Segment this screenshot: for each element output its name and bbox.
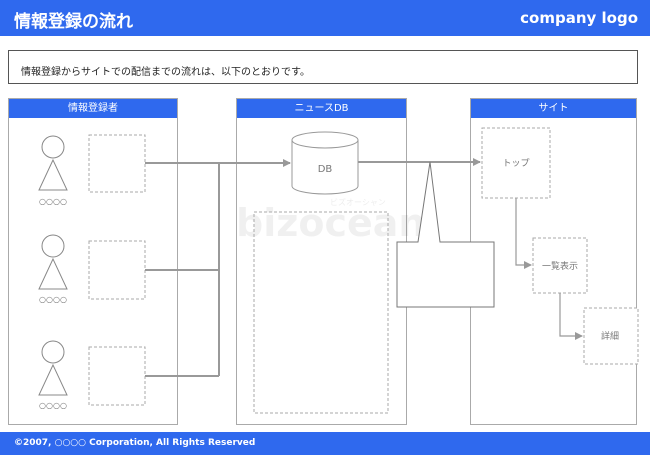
description-box: 情報登録からサイトでの配信までの流れは、以下のとおりです。 [8, 50, 638, 84]
company-logo: company logo [520, 9, 638, 27]
person-figure-2 [38, 234, 68, 290]
person-caption-3: ○○○○ [39, 401, 67, 410]
registrant-connectors [145, 162, 220, 377]
header-bar: 情報登録の流れ company logo [0, 0, 650, 36]
db-content-box [253, 211, 389, 414]
site-detail-box [583, 307, 639, 365]
site-list-label: 一覧表示 [542, 260, 578, 272]
callout-balloon [396, 161, 495, 308]
registrant-box-2 [88, 240, 146, 300]
person-figure-1 [38, 135, 68, 191]
panel-header-site: サイト [471, 99, 636, 118]
arrow-list-to-detail [559, 293, 583, 340]
description-text: 情報登録からサイトでの配信までの流れは、以下のとおりです。 [21, 67, 310, 78]
arrow-top-to-list [515, 198, 532, 269]
page-title: 情報登録の流れ [14, 12, 133, 32]
person-figure-3 [38, 340, 68, 396]
site-detail-label: 詳細 [601, 330, 619, 342]
site-list-box [532, 237, 588, 294]
database-cylinder [291, 131, 359, 195]
copyright-text: ©2007, ○○○○ Corporation, All Rights Rese… [14, 438, 256, 448]
registrant-box-3 [88, 346, 146, 406]
panel-header-newsdb: ニュースDB [237, 99, 406, 118]
watermark-subtext: ビズオーシャン [330, 197, 386, 207]
footer-bar: ©2007, ○○○○ Corporation, All Rights Rese… [0, 432, 650, 455]
site-top-label: トップ [502, 158, 529, 169]
registrant-box-1 [88, 134, 146, 193]
db-label: DB [318, 164, 333, 175]
person-caption-2: ○○○○ [39, 295, 67, 304]
site-top-box [481, 127, 551, 199]
panel-header-registrant: 情報登録者 [9, 99, 177, 118]
person-caption-1: ○○○○ [39, 197, 67, 206]
watermark-text: bizocean [236, 201, 425, 245]
